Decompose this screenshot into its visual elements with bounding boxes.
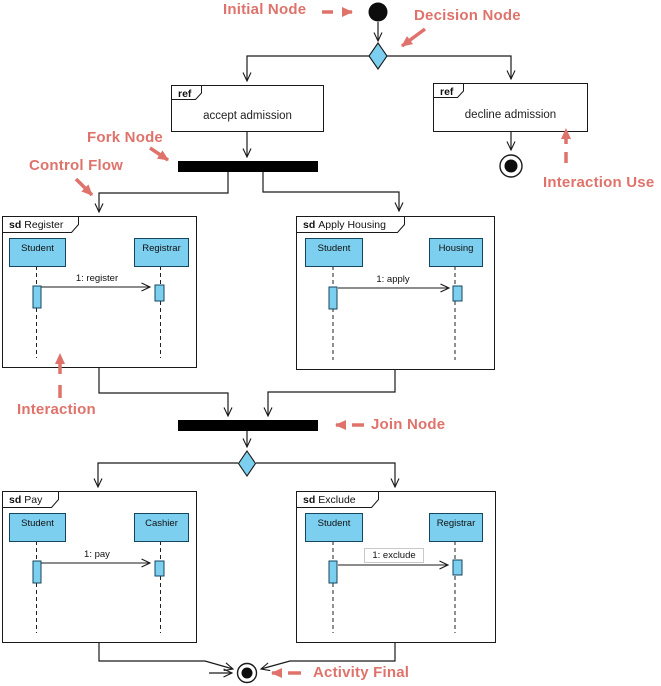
message-label-apply: 1: apply — [376, 274, 410, 285]
sd-tab-tag: sd — [9, 219, 22, 231]
ref-tab: ref — [178, 88, 191, 100]
ref-frame-decline-admission: ref decline admission — [433, 83, 588, 132]
lifeline-head-student: Student — [305, 513, 363, 542]
activity-final-node — [236, 662, 258, 684]
ref-tab: ref — [440, 86, 453, 98]
sequence-messages — [41, 282, 451, 570]
activity-final-annotation-label: Activity Final — [313, 664, 410, 681]
lifeline-name: Housing — [438, 243, 474, 254]
lifeline-head-student: Student — [9, 238, 66, 267]
decision-node-annotation-label: Decision Node — [414, 7, 521, 24]
interaction-use-annotation-label: Interaction Use — [543, 174, 655, 191]
lifeline-name: Student — [21, 518, 54, 529]
control-flow-annotation-label: Control Flow — [29, 157, 124, 174]
message-label-register: 1: register — [75, 273, 119, 284]
initial-node-annotation-label: Initial Node — [223, 1, 307, 18]
join-node-bar — [178, 420, 318, 431]
sd-tab-title: Register — [24, 219, 64, 231]
ref-frame-label: accept admission — [203, 109, 292, 122]
sd-tab-title: Pay — [24, 494, 43, 506]
message-label-exclude: 1: exclude — [364, 548, 424, 563]
fork-node-annotation-label: Fork Node — [87, 129, 163, 146]
lifeline-name: Registrar — [436, 518, 476, 529]
sd-tab-title: Apply Housing — [318, 219, 386, 231]
lifeline-head-student: Student — [9, 513, 66, 542]
final-node-decline — [499, 154, 523, 178]
lifeline-name: Cashier — [145, 518, 178, 529]
lifeline-head-housing: Housing — [429, 238, 483, 267]
ref-frame-label: decline admission — [464, 108, 557, 121]
merge-node — [237, 450, 257, 477]
lifeline-name: Student — [317, 518, 351, 529]
sd-tab-title: Exclude — [318, 494, 356, 506]
lifeline-head-student: Student — [305, 238, 363, 267]
lifeline-name: Registrar — [142, 243, 181, 254]
lifeline-name: Student — [21, 243, 54, 254]
lifeline-head-cashier: Cashier — [134, 513, 189, 542]
control-flow-edges — [93, 22, 516, 678]
lifeline-head-registrar: Registrar — [134, 238, 189, 267]
ref-frame-accept-admission: ref accept admission — [171, 85, 324, 132]
frame-tabs — [2, 83, 464, 508]
lifelines — [36, 266, 456, 633]
ref-tab-label: ref — [440, 86, 454, 98]
initial-node — [368, 2, 388, 22]
ref-tab-label: ref — [178, 88, 192, 100]
join-node-annotation-label: Join Node — [371, 416, 446, 433]
message-label-pay: 1: pay — [84, 549, 110, 560]
sd-tab-tag: sd — [303, 494, 316, 506]
fork-node-bar — [178, 161, 318, 172]
decision-node — [368, 42, 388, 70]
lifeline-head-registrar: Registrar — [429, 513, 483, 542]
lifeline-name: Student — [317, 243, 351, 254]
interaction-annotation-label: Interaction — [17, 401, 96, 418]
control-flow-edge-to-register — [94, 172, 229, 214]
sd-tab-tag: sd — [9, 494, 22, 506]
activation-bars — [32, 284, 463, 584]
sd-tab-tag: sd — [303, 219, 316, 231]
